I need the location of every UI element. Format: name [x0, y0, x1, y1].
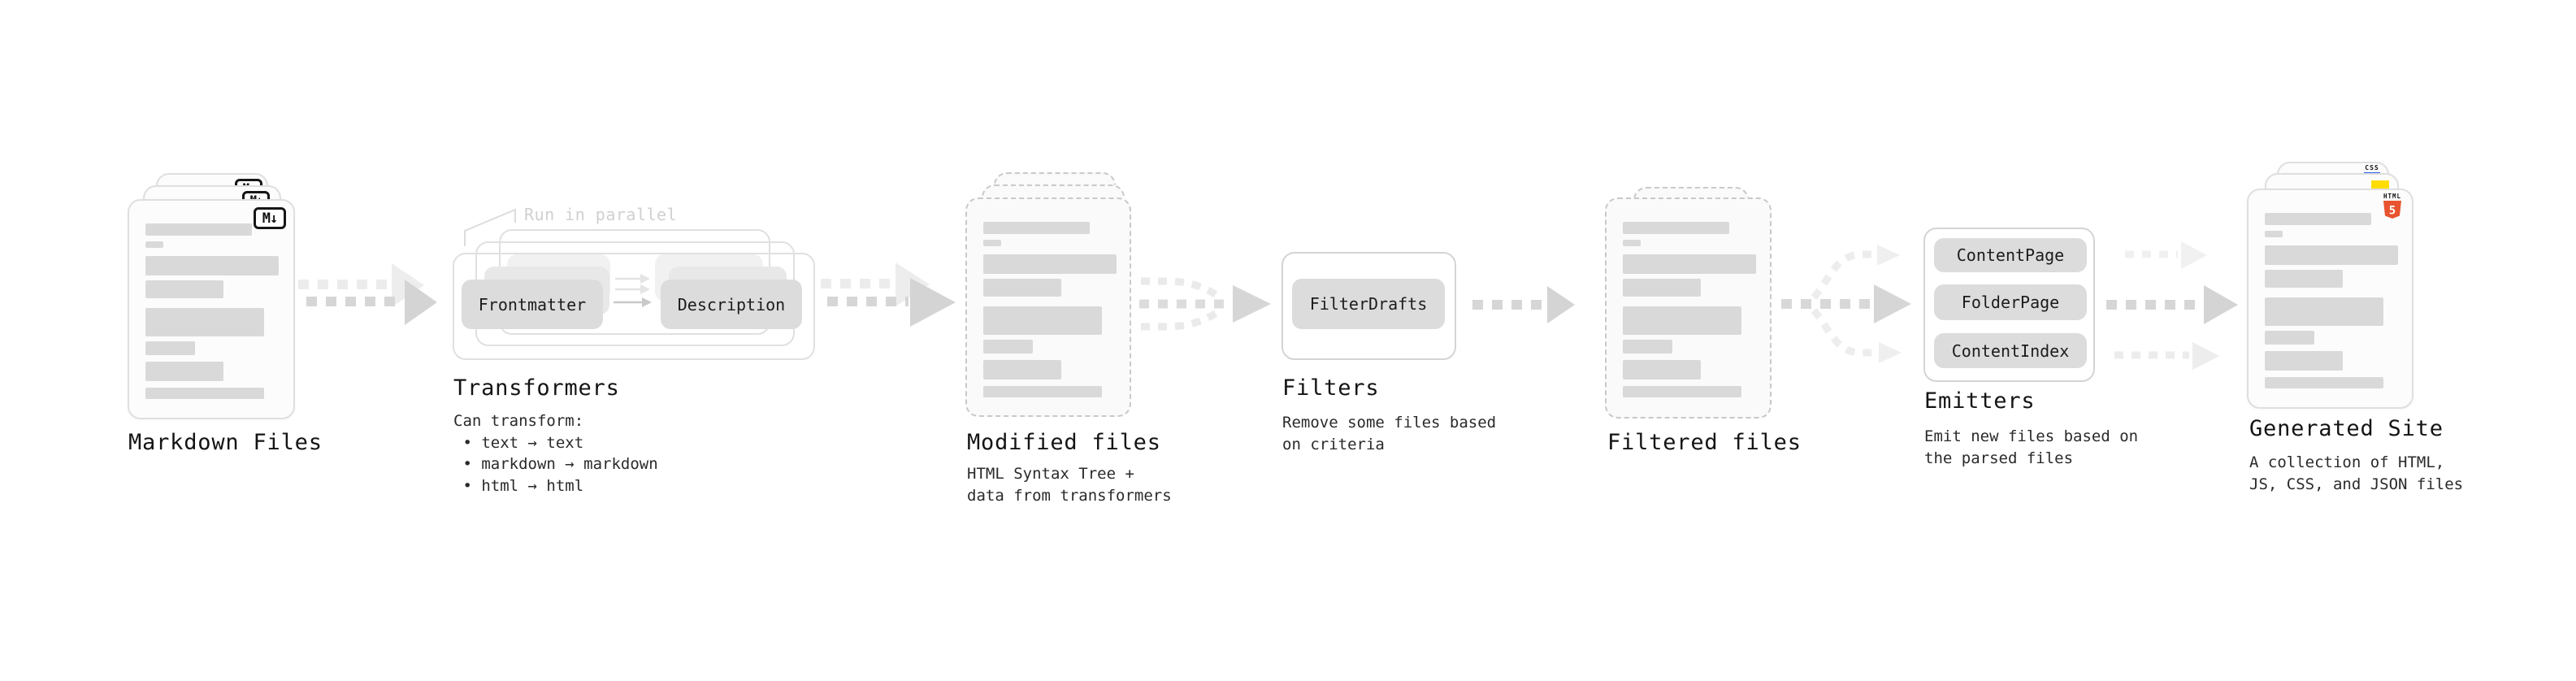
- generated-site-title: Generated Site: [2249, 416, 2444, 441]
- file-card-front: [1605, 197, 1772, 419]
- svg-text:5: 5: [2389, 204, 2396, 217]
- html5-icon: 5: [2383, 200, 2401, 219]
- flow-arrow-filtered-to-emitters: [1781, 245, 1911, 363]
- flow-arrow-markdown-to-transformers: [298, 263, 437, 325]
- text-placeholder-bar: [2265, 245, 2398, 265]
- text-placeholder-bar: [1623, 240, 1641, 246]
- text-placeholder-bar: [983, 240, 1001, 246]
- run-in-parallel-note: Run in parallel: [524, 205, 678, 224]
- text-placeholder-bar: [2265, 297, 2383, 326]
- text-placeholder-bar: [2265, 213, 2371, 225]
- flow-arrow-transformers-to-modified: [821, 262, 956, 327]
- text-placeholder-bar: [145, 341, 195, 355]
- text-placeholder-bar: [1623, 306, 1741, 335]
- emitters-container: [1923, 228, 2095, 382]
- contentindex-node: ContentIndex: [1934, 333, 2087, 368]
- filterdrafts-node: FilterDrafts: [1292, 279, 1445, 329]
- text-placeholder-bar: [1623, 279, 1701, 297]
- text-placeholder-bar: [2265, 331, 2314, 345]
- text-placeholder-bar: [983, 222, 1090, 234]
- contentpage-node: ContentPage: [1934, 238, 2087, 272]
- text-placeholder-bar: [2265, 270, 2343, 288]
- emitters-title: Emitters: [1924, 388, 2036, 414]
- filtered-files-title: Filtered files: [1607, 430, 1802, 455]
- flow-arrow-filters-to-filtered: [1472, 286, 1575, 323]
- text-placeholder-bar: [2265, 231, 2283, 237]
- text-placeholder-bar: [1623, 386, 1741, 397]
- text-placeholder-bar: [145, 241, 163, 248]
- text-placeholder-bar: [145, 223, 252, 236]
- markdown-files-title: Markdown Files: [128, 430, 323, 455]
- text-placeholder-bar: [983, 386, 1102, 397]
- generated-site-description: A collection of HTML, JS, CSS, and JSON …: [2249, 453, 2464, 493]
- transformers-description: Can transform: • text → text • markdown …: [453, 412, 658, 495]
- text-placeholder-bar: [1623, 222, 1729, 234]
- html5-label: HTML: [2383, 193, 2401, 200]
- filters-title: Filters: [1282, 375, 1380, 401]
- markdown-icon: M↓: [254, 207, 286, 229]
- text-placeholder-bar: [145, 308, 264, 336]
- file-card-front: HTML 5: [2247, 189, 2413, 409]
- flow-arrow-modified-to-filters: [1139, 277, 1271, 331]
- flow-arrow-emitters-to-site: [2106, 241, 2238, 370]
- transformers-title: Transformers: [453, 375, 620, 401]
- frontmatter-node: Frontmatter: [462, 280, 603, 329]
- text-placeholder-bar: [983, 360, 1061, 380]
- text-placeholder-bar: [983, 279, 1061, 297]
- text-placeholder-bar: [145, 280, 223, 298]
- file-card-front: [965, 197, 1131, 417]
- description-node: Description: [661, 280, 802, 329]
- text-placeholder-bar: [1623, 340, 1672, 354]
- text-placeholder-bar: [983, 254, 1117, 274]
- text-placeholder-bar: [2265, 377, 2383, 388]
- transformer-container-front: [453, 253, 815, 360]
- text-placeholder-bar: [2265, 351, 2343, 371]
- html5-badge: HTML 5: [2383, 193, 2401, 222]
- folderpage-node: FolderPage: [1934, 284, 2087, 320]
- modified-files-description: HTML Syntax Tree + data from transformer…: [967, 465, 1172, 505]
- filters-container: [1281, 252, 1456, 360]
- filters-description: Remove some files based on criteria: [1282, 414, 1497, 453]
- css-icon: CSS: [2365, 164, 2379, 171]
- text-placeholder-bar: [983, 340, 1033, 354]
- text-placeholder-bar: [983, 306, 1102, 335]
- text-placeholder-bar: [145, 388, 264, 399]
- text-placeholder-bar: [145, 362, 223, 381]
- emitters-description: Emit new files based on the parsed files: [1924, 427, 2139, 467]
- modified-files-title: Modified files: [967, 430, 1161, 455]
- file-card-front: M↓: [128, 199, 295, 419]
- text-placeholder-bar: [1623, 360, 1701, 380]
- text-placeholder-bar: [145, 256, 279, 275]
- text-placeholder-bar: [1623, 254, 1756, 274]
